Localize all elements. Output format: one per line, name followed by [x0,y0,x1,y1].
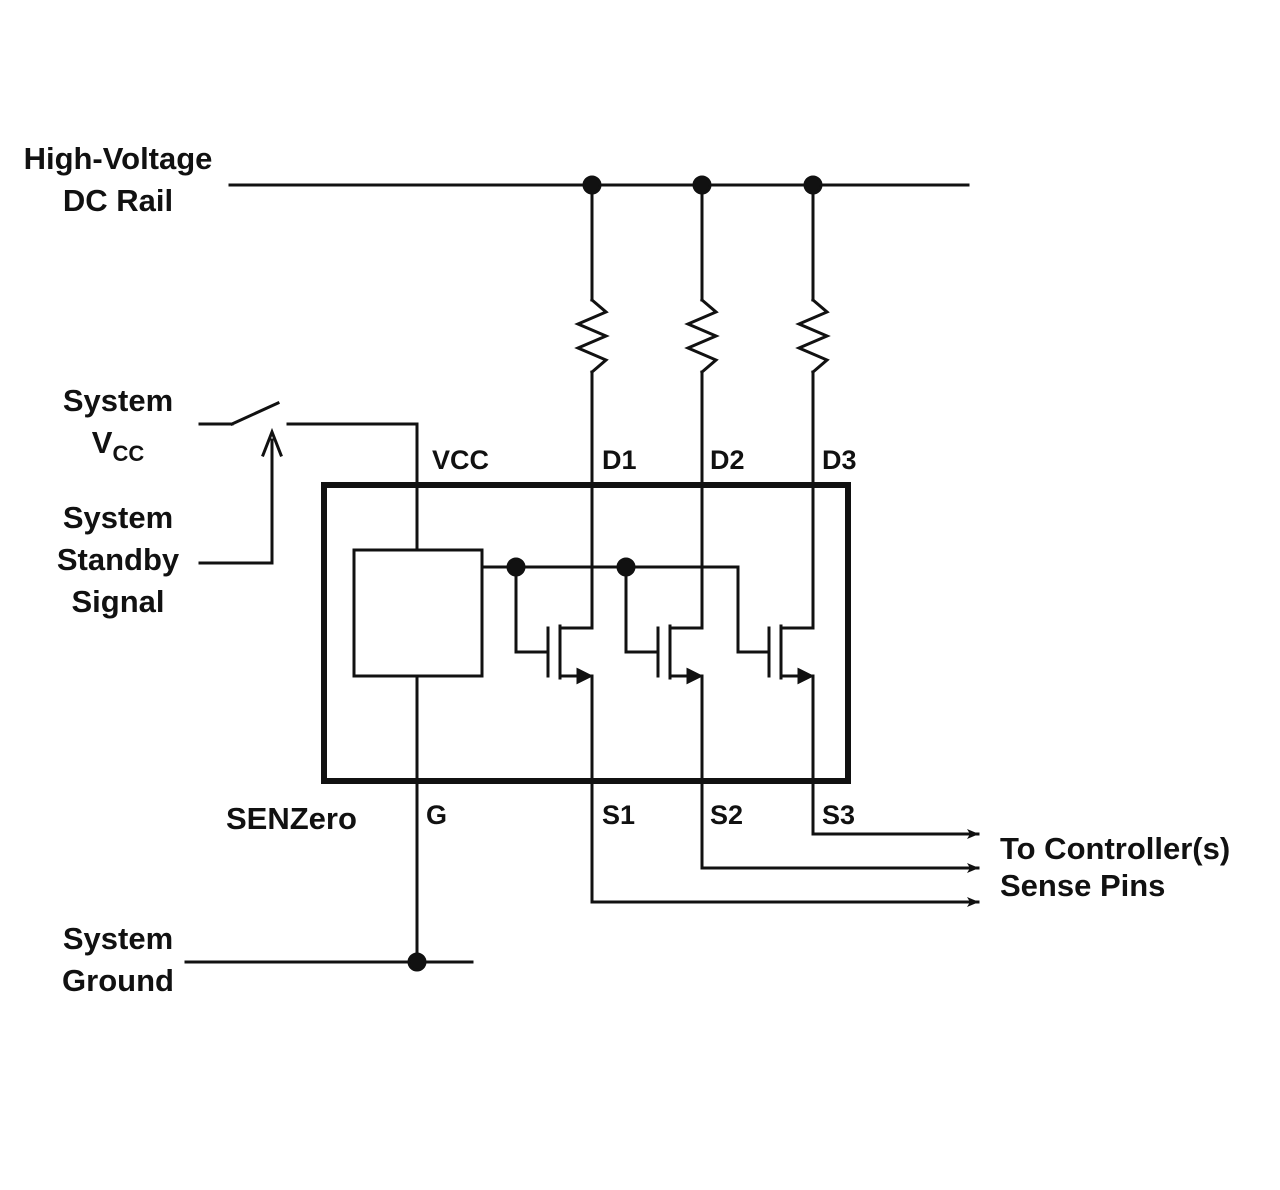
resistor-1 [574,183,610,487]
system-vcc-subscript: CC [112,441,145,466]
system-vcc-v: V [91,425,113,460]
ground-label-line2: Ground [62,963,174,998]
standby-label-line3: Signal [71,584,165,619]
pin-label-vcc: VCC [432,445,490,475]
resistor-2 [684,183,720,487]
mosfet-2 [624,483,704,783]
controller-label: To Controller(s) Sense Pins [1000,830,1230,904]
vcc-switch [198,401,419,487]
ground-label-line1: System [62,921,174,956]
pin-label-s1: S1 [602,800,636,830]
standby-signal-label: System Standby Signal [40,497,196,623]
standby-signal-wire [198,427,283,565]
pin-label-d2: D2 [710,445,745,475]
pin-label-d1: D1 [602,445,637,475]
system-vcc-label-line1: System [62,383,174,418]
mosfet-3 [736,483,815,783]
hv-rail-label-line2: DC Rail [62,183,174,218]
senzero-package [321,482,851,784]
system-vcc-label-line2: VCC [46,422,190,475]
pin-label-g: G [426,800,448,830]
sense-output-s1 [590,779,980,907]
hv-rail-label-line1: High-Voltage [23,141,213,176]
resistor-3 [795,183,831,487]
sense-output-s2 [700,779,980,873]
control-block [352,548,484,678]
system-ground-label: System Ground [40,918,196,1002]
controller-label-line2: Sense Pins [1000,868,1166,903]
controller-label-line1: To Controller(s) [1000,831,1231,866]
sense-output-s3 [811,779,980,839]
ground-wire [184,674,474,972]
pin-label-s2: S2 [710,800,744,830]
standby-label-line1: System [62,500,174,535]
pin-label-d3: D3 [822,445,857,475]
mosfet-1 [514,483,594,783]
hv-rail-label: High-Voltage DC Rail [6,138,230,222]
chip-name-label: SENZero [226,801,357,836]
system-vcc-label: System VCC [46,380,190,475]
pin-label-s3: S3 [822,800,856,830]
standby-label-line2: Standby [56,542,180,577]
